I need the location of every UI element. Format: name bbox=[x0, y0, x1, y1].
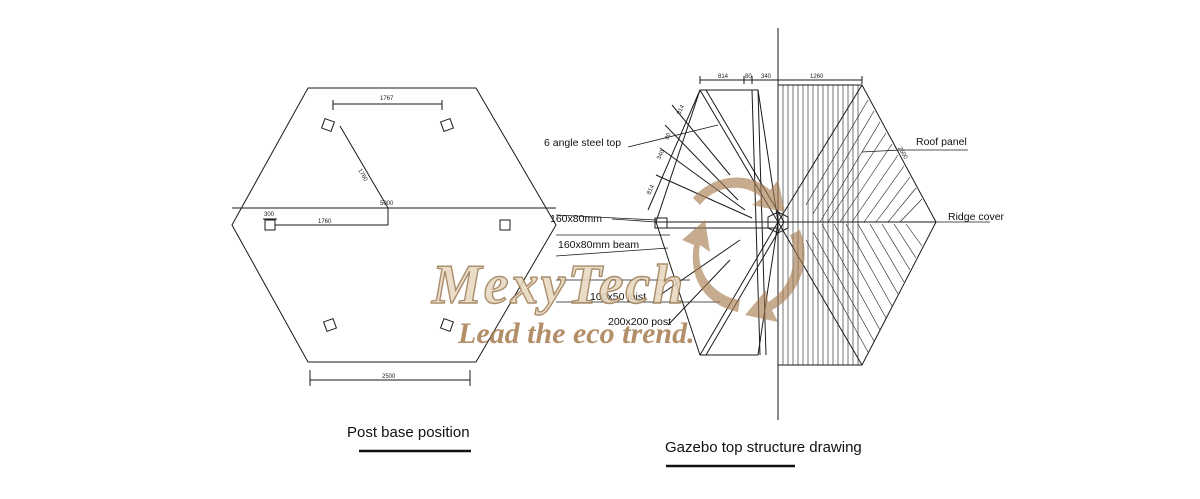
post-marker bbox=[439, 117, 455, 133]
roof-panel-hatching bbox=[782, 85, 923, 365]
dim-rafter: 2500 bbox=[896, 146, 908, 161]
label-post: 200x200 post bbox=[608, 316, 671, 328]
recycle-logo-icon bbox=[682, 177, 805, 322]
post-marker bbox=[264, 219, 276, 231]
gazebo-top-drawing bbox=[647, 28, 937, 420]
dim-top-c: 340 bbox=[761, 74, 772, 80]
dim-top-b: 80 bbox=[745, 74, 752, 80]
dim-side-d: 814 bbox=[646, 184, 656, 196]
dim-small: 300 bbox=[264, 212, 275, 218]
dim-horizontal: 1760 bbox=[318, 219, 332, 225]
post-marker bbox=[499, 219, 511, 231]
post-marker bbox=[320, 117, 336, 133]
post-base-drawing bbox=[231, 87, 557, 386]
watermark-tagline: Lead the eco trend. bbox=[457, 317, 695, 350]
dim-side-c: 340 bbox=[656, 149, 666, 161]
label-joist: 100x50 joist bbox=[590, 291, 646, 303]
hexagon-outline bbox=[231, 87, 557, 363]
post-base-dimensions: 1767 1760 5000 300 1760 2500 bbox=[264, 96, 396, 380]
dim-top-d: 1260 bbox=[810, 74, 824, 80]
label-roof-panel: Roof panel bbox=[916, 136, 967, 148]
roof-panel-outline bbox=[777, 84, 937, 366]
dim-side-b: 80 bbox=[664, 132, 673, 141]
label-ridge-cover: Ridge cover bbox=[948, 211, 1005, 223]
post-marker bbox=[439, 317, 455, 333]
leader-lines bbox=[555, 124, 990, 303]
post-base-caption: Post base position bbox=[347, 424, 470, 441]
gazebo-dimensions: 814 80 340 1260 814 80 340 814 2500 bbox=[646, 74, 908, 196]
watermark-brand: MexyTech bbox=[431, 254, 685, 316]
dim-bottom-width: 2500 bbox=[382, 374, 396, 380]
dim-side-a: 814 bbox=[676, 104, 686, 116]
dim-top-a: 814 bbox=[718, 74, 729, 80]
dim-span: 5000 bbox=[380, 201, 394, 207]
dim-diagonal: 1760 bbox=[356, 168, 368, 183]
label-beam: 160x80mm beam bbox=[558, 239, 639, 251]
mexytech-watermark: MexyTech Lead the eco trend. bbox=[430, 177, 805, 350]
gazebo-labels: 6 angle steel top 160x80mm 160x80mm beam… bbox=[544, 136, 1005, 328]
label-angle-steel: 6 angle steel top bbox=[544, 137, 621, 149]
gazebo-caption: Gazebo top structure drawing bbox=[665, 439, 862, 456]
dim-top-width: 1767 bbox=[380, 96, 394, 102]
label-beam-size: 160x80mm bbox=[550, 213, 602, 225]
post-marker bbox=[322, 317, 338, 333]
